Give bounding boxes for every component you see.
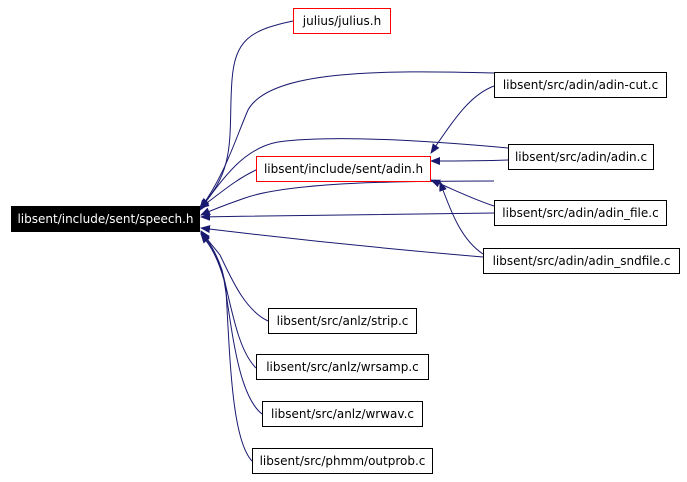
node-strip-c[interactable]: libsent/src/anlz/strip.c	[268, 308, 417, 334]
node-label: libsent/src/adin/adin.c	[514, 150, 648, 164]
edge-julius-to-speech	[199, 20, 294, 208]
node-label: libsent/src/anlz/wrwav.c	[271, 407, 414, 421]
node-label: libsent/src/adin/adin_file.c	[502, 206, 659, 220]
node-wrwav-c[interactable]: libsent/src/anlz/wrwav.c	[262, 401, 423, 427]
node-label: libsent/include/sent/speech.h	[17, 212, 194, 226]
node-julius-h[interactable]: julius/julius.h	[293, 8, 391, 34]
node-adin-file-c[interactable]: libsent/src/adin/adin_file.c	[494, 200, 667, 226]
edge-outprob-to-speech	[200, 233, 253, 462]
node-adin-sndfile-c[interactable]: libsent/src/adin/adin_sndfile.c	[483, 248, 680, 274]
node-label: libsent/src/phmm/outprob.c	[259, 454, 426, 468]
edge-adinfile-to-speech	[200, 180, 495, 216]
edge-adinsndfile-to-adinh	[439, 181, 484, 255]
edge-adinfile2-to-speech	[200, 212, 495, 221]
edge-wrwav-to-speech	[200, 232, 263, 415]
node-outprob-c[interactable]: libsent/src/phmm/outprob.c	[252, 448, 433, 474]
node-label: libsent/src/anlz/wrsamp.c	[266, 360, 419, 374]
node-label: libsent/src/adin/adin-cut.c	[502, 78, 659, 92]
node-adin-h[interactable]: libsent/include/sent/adin.h	[256, 156, 431, 182]
node-label: julius/julius.h	[302, 14, 382, 28]
edge-adinc-to-speech	[199, 138, 509, 211]
edge-strip-to-speech	[200, 230, 269, 322]
edge-adincut-to-speech	[199, 71, 495, 210]
edge-wrsamp-to-speech	[200, 231, 257, 369]
node-label: libsent/include/sent/adin.h	[263, 162, 424, 176]
node-label: libsent/src/anlz/strip.c	[276, 314, 409, 328]
edge-adinfile-to-adinh	[430, 179, 495, 207]
edge-adinsndfile-to-speech	[200, 225, 484, 258]
edge-adincut-to-adinh	[430, 85, 495, 154]
node-label: libsent/src/adin/adin_sndfile.c	[492, 254, 671, 268]
edge-adinc-to-adinh	[430, 156, 509, 165]
edge-adinh-to-speech	[199, 169, 257, 209]
node-adin-c[interactable]: libsent/src/adin/adin.c	[508, 144, 654, 170]
node-speech-h: libsent/include/sent/speech.h	[11, 206, 200, 232]
node-adin-cut-c[interactable]: libsent/src/adin/adin-cut.c	[494, 72, 667, 98]
node-wrsamp-c[interactable]: libsent/src/anlz/wrsamp.c	[256, 354, 429, 380]
